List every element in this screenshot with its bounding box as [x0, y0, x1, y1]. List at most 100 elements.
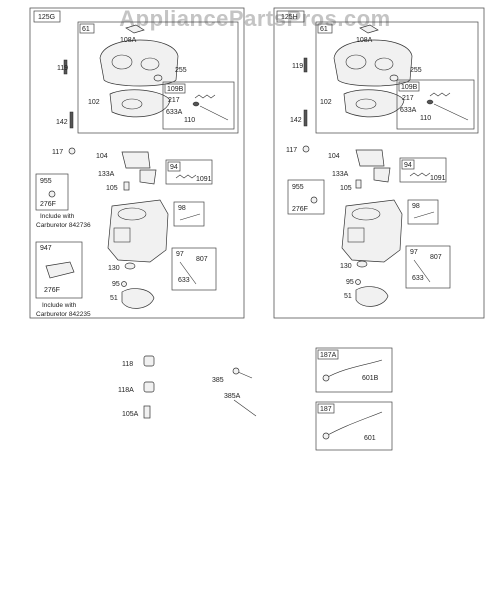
- label-104: 104: [328, 153, 340, 160]
- subassembly-61-box: [77, 21, 239, 134]
- part-108A-plate: [125, 24, 145, 34]
- note-top-line-2: Carburetor 842736: [36, 222, 91, 229]
- part-385-head: [232, 367, 240, 375]
- label-255: 255: [410, 67, 422, 74]
- body-detail: [113, 227, 131, 243]
- label-98: 98: [412, 203, 420, 210]
- label-1091: 1091: [430, 175, 446, 182]
- spring-217: [429, 92, 451, 97]
- part-95: [355, 279, 361, 285]
- label-142: 142: [290, 117, 302, 124]
- carburetor-cover: [333, 39, 413, 87]
- label-276F: 276F: [40, 201, 56, 208]
- subassembly-94-box: [399, 157, 447, 183]
- needle-110: [433, 103, 469, 121]
- part-947: [45, 261, 75, 279]
- label-119: 119: [292, 63, 303, 70]
- link-assembly-187-tag: [317, 403, 335, 414]
- label-633A: 633A: [400, 107, 417, 114]
- label-955: 955: [292, 184, 304, 191]
- body-bore: [351, 207, 381, 221]
- loose-parts: 118 118A 105A 385 385A: [118, 355, 257, 419]
- label-97: 97: [176, 251, 184, 258]
- label-109B: 109B: [167, 86, 184, 93]
- subassembly-109B-tag: [164, 83, 186, 94]
- part-142: [69, 111, 74, 129]
- part-104: [121, 151, 151, 169]
- part-51: [355, 286, 389, 307]
- label-217: 217: [402, 95, 414, 102]
- label-142: 142: [56, 119, 68, 126]
- subassembly-109B-box: [162, 81, 235, 130]
- left-panel-id: 125G: [38, 14, 55, 21]
- part-97-rod: [179, 261, 197, 285]
- label-117: 117: [52, 149, 63, 156]
- label-276F-b: 276F: [44, 287, 60, 294]
- label-51: 51: [110, 295, 118, 302]
- label-109B: 109B: [401, 84, 418, 91]
- spring-94: [409, 172, 431, 177]
- link-end: [322, 432, 330, 440]
- label-110: 110: [184, 117, 195, 124]
- part-118A: [143, 381, 155, 393]
- body-detail: [347, 227, 365, 243]
- part-98-needle: [179, 213, 201, 221]
- label-94: 94: [404, 162, 412, 169]
- subassembly-98-box: [173, 201, 205, 227]
- label-187: 187: [320, 406, 332, 413]
- link-rod-601: [325, 411, 383, 437]
- label-217: 217: [168, 97, 180, 104]
- label-102: 102: [320, 99, 332, 106]
- gasket-port: [355, 98, 377, 110]
- part-130: [356, 260, 368, 268]
- label-117: 117: [286, 147, 297, 154]
- subassembly-61-tag: [79, 23, 95, 34]
- watermark: AppliancePartsPros.com: [119, 6, 390, 31]
- part-955: [48, 190, 56, 198]
- label-947: 947: [40, 245, 52, 252]
- part-142: [303, 109, 308, 127]
- label-130: 130: [340, 263, 352, 270]
- subassembly-61-box: [315, 21, 479, 134]
- part-385: [237, 371, 253, 379]
- label-633: 633: [412, 275, 424, 282]
- right-panel-frame: [273, 7, 485, 319]
- label-102: 102: [88, 99, 100, 106]
- screw-119: [63, 59, 68, 75]
- left-panel-id-box: [33, 10, 61, 23]
- part-130: [124, 262, 136, 270]
- label-105: 105: [340, 185, 352, 192]
- gasket-port: [121, 98, 143, 110]
- left-panel-frame: [29, 7, 245, 319]
- part-117: [68, 147, 76, 155]
- label-95: 95: [112, 281, 120, 288]
- link-end: [322, 374, 330, 382]
- label-97: 97: [410, 249, 418, 256]
- subassembly-97-box: [405, 245, 451, 289]
- right-panel: 125H 61 108A 255 119 102 109B 217 633A 1…: [273, 7, 485, 319]
- label-955: 955: [40, 178, 52, 185]
- part-108A-plate: [359, 24, 379, 34]
- subassembly-94-tag: [167, 161, 181, 172]
- part-118: [143, 355, 155, 367]
- spring-217: [194, 94, 216, 99]
- label-61: 61: [82, 26, 90, 33]
- right-panel-id-box: [276, 10, 305, 23]
- part-133A: [373, 167, 391, 183]
- label-118: 118: [122, 361, 133, 368]
- subassembly-109B-box: [396, 79, 475, 130]
- label-601: 601: [364, 435, 376, 442]
- right-panel-id: 125H: [281, 14, 298, 21]
- part-255: [389, 74, 399, 82]
- label-61: 61: [320, 26, 328, 33]
- label-807: 807: [196, 256, 208, 263]
- link-assembly-187-box: [315, 401, 393, 451]
- label-633A: 633A: [166, 109, 183, 116]
- part-117: [302, 145, 310, 153]
- label-105A: 105A: [122, 411, 139, 418]
- subassembly-955-box: [35, 173, 69, 211]
- part-255: [153, 74, 163, 82]
- subassembly-947-box: [35, 241, 83, 299]
- cover-port: [111, 54, 133, 70]
- left-panel: 125G 61 108A 255 119 102 109B 217 633A 1…: [29, 7, 245, 319]
